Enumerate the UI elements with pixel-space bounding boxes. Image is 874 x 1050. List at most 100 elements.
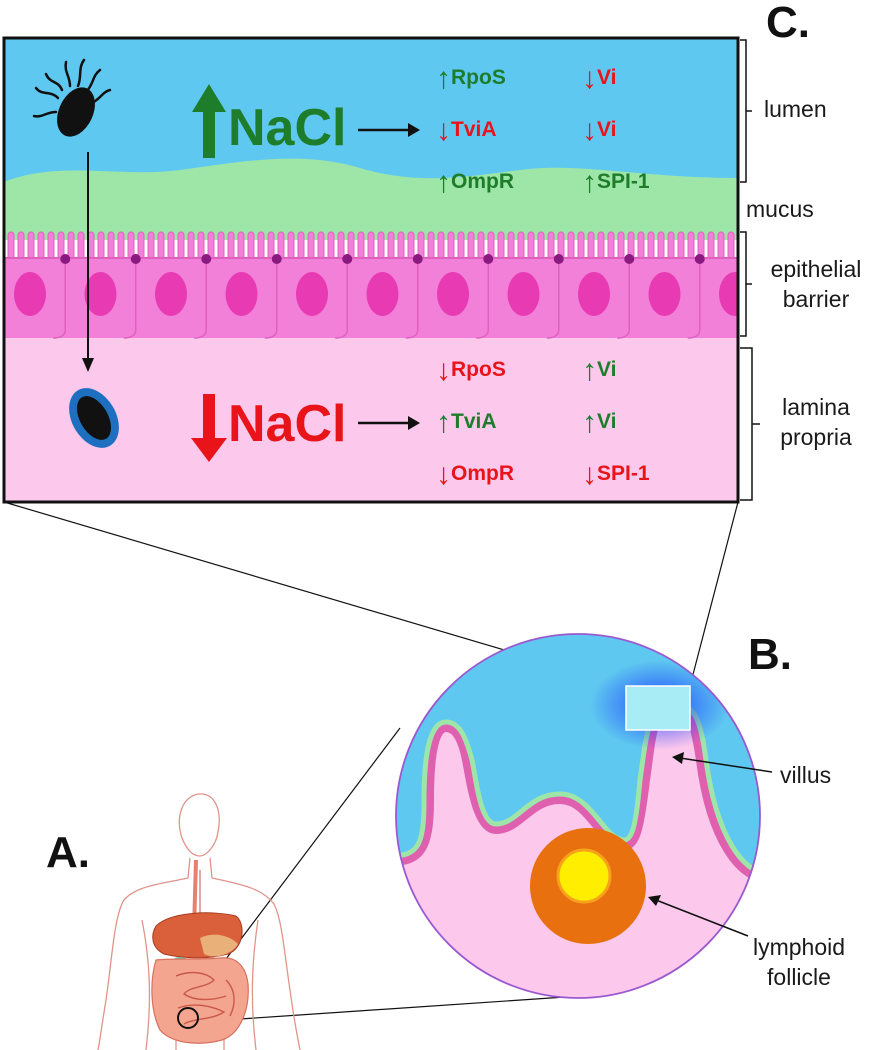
- up-arrow-icon: ↑: [436, 166, 451, 199]
- cell-nucleus: [507, 272, 540, 316]
- follicle-label-line1: lymphoid: [752, 934, 846, 960]
- gene-tvia-down: ↓TviA: [436, 114, 497, 148]
- epithelial-barrier-label: epithelial barrier: [762, 254, 870, 314]
- down-arrow-icon: ↓: [582, 114, 597, 147]
- high-salt-up-arrow-icon: [192, 84, 226, 158]
- zoom-highlight-box: [625, 685, 691, 731]
- cell-nucleus: [14, 272, 46, 316]
- gene-vi-down: ↓Vi: [582, 114, 616, 148]
- high-salt-nacl-label: NaCl: [228, 99, 347, 157]
- tight-junction: [412, 254, 423, 264]
- tight-junction: [60, 254, 71, 264]
- down-arrow-icon: ↓: [436, 354, 451, 387]
- tight-junction: [694, 254, 705, 264]
- gene-spi-1-down: ↓SPI-1: [582, 458, 650, 492]
- villus-label: villus: [780, 762, 832, 788]
- gene-ompr-up: ↑OmpR: [436, 166, 514, 200]
- gene-name: OmpR: [451, 170, 514, 193]
- lamina-bracket: [740, 347, 760, 501]
- lamina-propria-label: lamina propria: [768, 392, 864, 452]
- panel-c-box: [4, 38, 738, 502]
- lamina-label-line2: propria: [780, 424, 852, 450]
- epithelial-bracket: [740, 231, 752, 337]
- cell-nucleus: [155, 272, 187, 316]
- cell-border: [617, 260, 630, 339]
- follicle-callout-arrow: [648, 895, 749, 937]
- up-arrow-icon: ↑: [436, 62, 451, 95]
- lymphoid-follicle-inner: [556, 848, 612, 904]
- gene-name: Vi: [597, 410, 617, 433]
- gene-spi-1-up: ↑SPI-1: [582, 166, 650, 200]
- gene-name: Vi: [597, 66, 617, 89]
- cell-nucleus: [648, 272, 681, 316]
- follicle-label-line2: follicle: [767, 964, 831, 990]
- cell-nucleus: [84, 272, 117, 316]
- tight-junction: [483, 254, 494, 264]
- cell-border: [53, 260, 66, 339]
- bacterium-flagellated-icon: [32, 58, 112, 137]
- gene-name: TviA: [451, 410, 497, 433]
- down-arrow-icon: ↓: [436, 114, 451, 147]
- up-arrow-icon: ↑: [582, 406, 597, 439]
- down-arrow-icon: ↓: [436, 458, 451, 491]
- cell-border: [335, 260, 348, 339]
- cell-nucleus: [225, 272, 258, 316]
- gene-rpos-up: ↑RpoS: [436, 62, 506, 96]
- cell-border: [194, 260, 207, 339]
- gene-ompr-down: ↓OmpR: [436, 458, 514, 492]
- tight-junction: [130, 254, 141, 264]
- cell-border: [123, 260, 137, 339]
- panel-b-circle-border: [395, 633, 761, 999]
- cell-border: [687, 260, 701, 339]
- high-salt-process-arrow: [358, 123, 420, 137]
- gene-vi-up: ↑Vi: [582, 354, 616, 388]
- up-arrow-icon: ↑: [436, 406, 451, 439]
- tight-junction: [553, 254, 564, 264]
- zoom-line-body-bottom: [195, 995, 581, 1023]
- gene-name: SPI-1: [597, 462, 650, 485]
- panel-a-label: A.: [46, 828, 90, 877]
- lamina-propria-region: [4, 335, 738, 502]
- panel-b-circle: [396, 634, 760, 998]
- cell-nucleus: [296, 272, 328, 316]
- gene-name: Vi: [597, 118, 617, 141]
- low-salt-down-arrow-icon: [191, 394, 227, 462]
- gene-name: OmpR: [451, 462, 514, 485]
- up-arrow-icon: ↑: [582, 354, 597, 387]
- cell-border: [546, 260, 560, 339]
- tight-junction: [624, 254, 635, 264]
- cell-border: [264, 260, 278, 339]
- panel-c-label: C.: [766, 0, 810, 47]
- low-salt-nacl-label: NaCl: [228, 395, 347, 453]
- cell-nucleus: [366, 272, 399, 316]
- epithelial-label-line1: epithelial: [770, 256, 862, 282]
- gene-name: Vi: [597, 358, 617, 381]
- microvilli: [7, 231, 735, 263]
- cell-nucleus: [437, 272, 469, 316]
- invasion-arrowhead: [82, 358, 94, 372]
- cell-border: [476, 260, 489, 339]
- tight-junction: [271, 254, 282, 264]
- digestive-organs-icon: [151, 859, 249, 1044]
- gene-name: SPI-1: [597, 170, 650, 193]
- lumen-label: lumen: [764, 96, 827, 122]
- cell-nucleus: [578, 272, 610, 316]
- gene-name: RpoS: [451, 358, 506, 381]
- gene-rpos-down: ↓RpoS: [436, 354, 506, 388]
- intestine-zoom-circle: [177, 1007, 199, 1029]
- villus-callout-arrow: [672, 752, 773, 773]
- gene-vi-up: ↑Vi: [582, 406, 616, 440]
- gene-vi-down: ↓Vi: [582, 62, 616, 96]
- gene-name: TviA: [451, 118, 497, 141]
- panel-c-border: [2, 36, 740, 504]
- panel-b-label: B.: [748, 630, 792, 679]
- zoom-line-right: [689, 501, 739, 687]
- mucus-label: mucus: [746, 196, 814, 222]
- low-salt-process-arrow: [358, 416, 420, 430]
- epithelial-label-line2: barrier: [782, 286, 850, 312]
- gene-tvia-up: ↑TviA: [436, 406, 497, 440]
- lamina-label-line1: lamina: [782, 394, 850, 420]
- cell-nucleus: [719, 272, 738, 316]
